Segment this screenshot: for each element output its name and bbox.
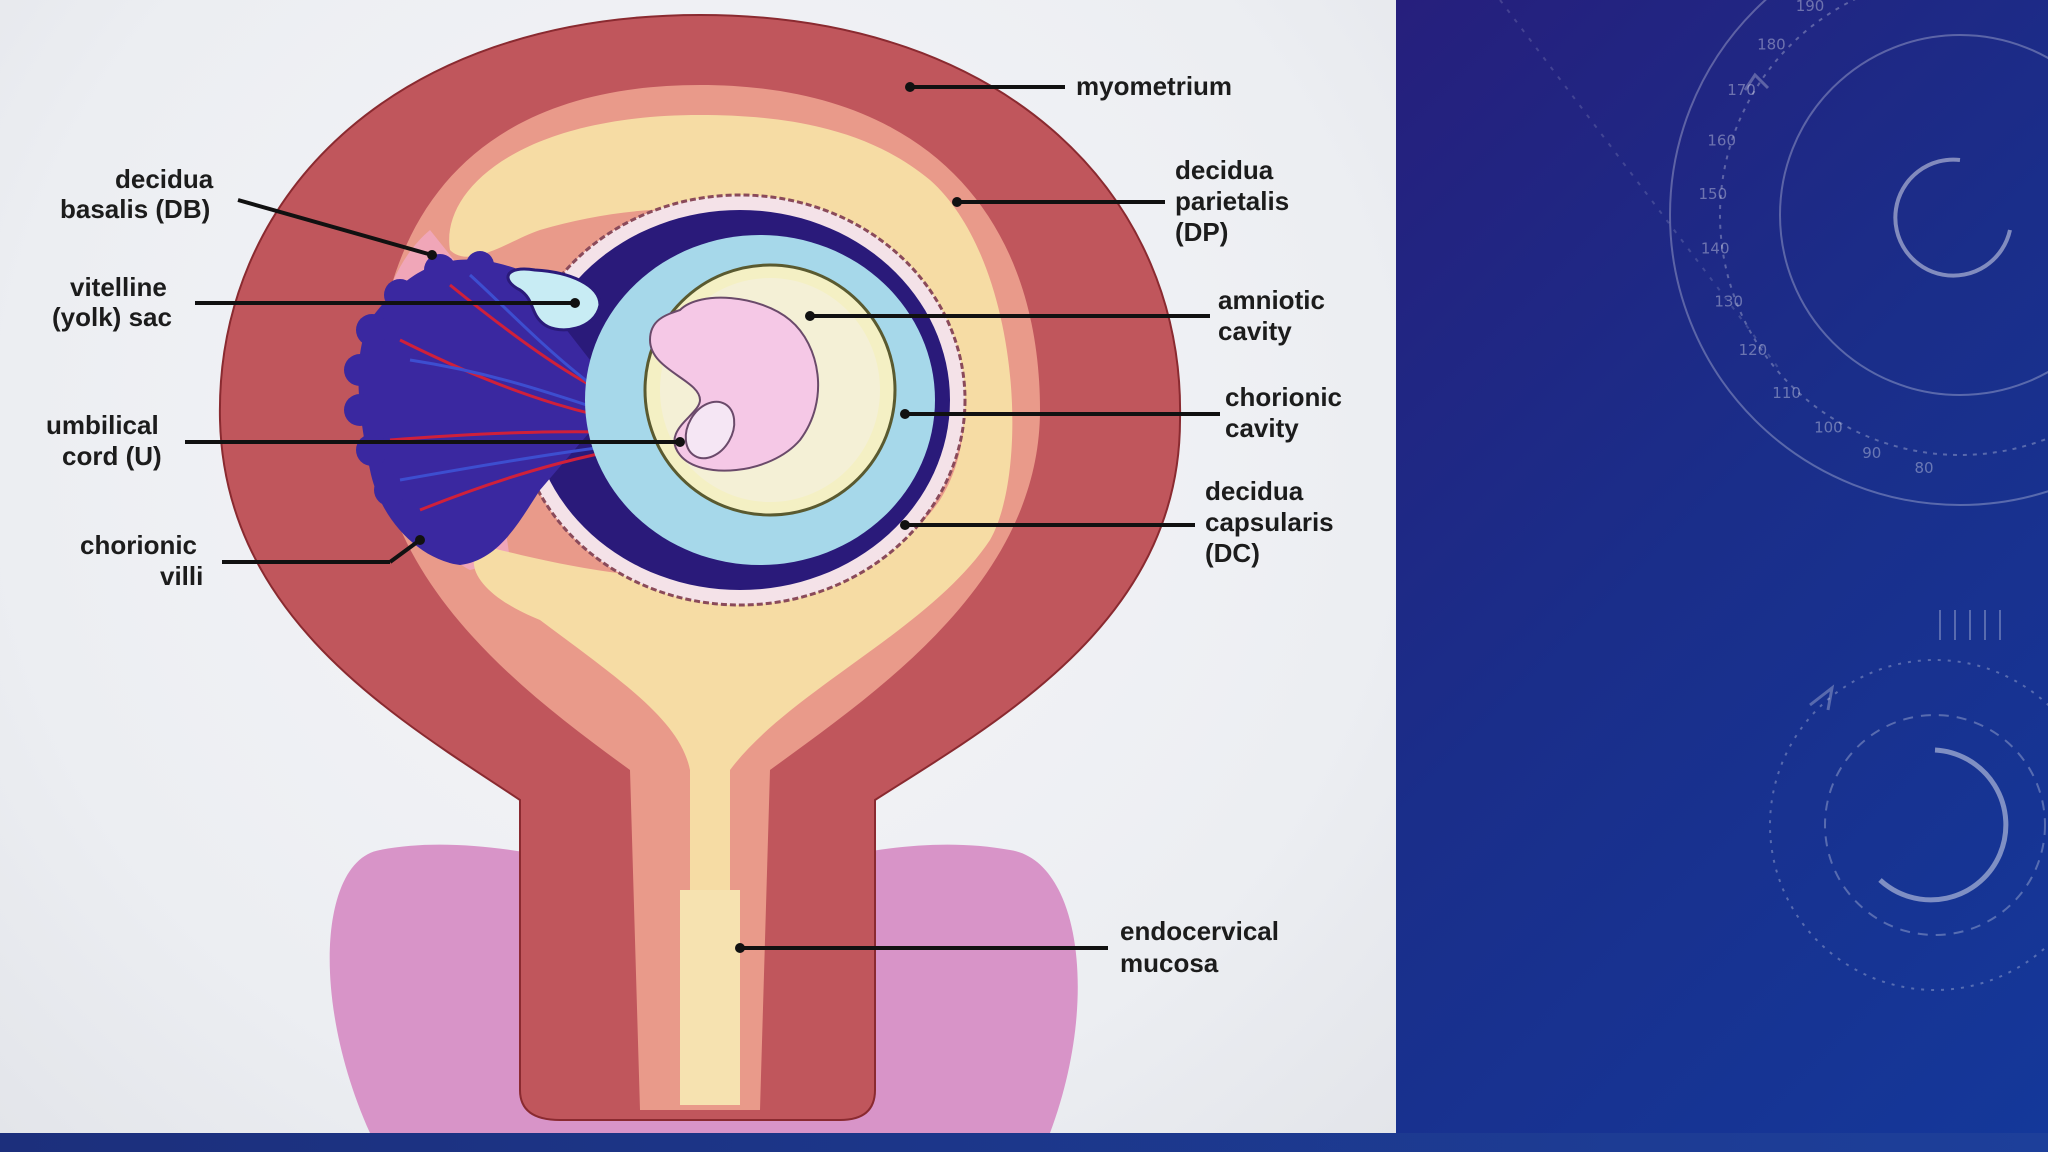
dial-tick-label: 120 <box>1739 341 1768 359</box>
chorionic-villi <box>358 259 600 565</box>
dial-tick-label: 180 <box>1757 35 1786 53</box>
diagram-panel: myometrium decidua basalis (DB) decidua … <box>0 0 1396 1133</box>
dial-tick-label: 80 <box>1915 459 1934 477</box>
label-endocervical-line1: endocervical <box>1120 916 1279 946</box>
dial-tick-label: 190 <box>1796 0 1825 15</box>
yolk-sac <box>506 267 602 332</box>
label-decidua-parietalis-line3: (DP) <box>1175 217 1228 247</box>
label-umbilical-line1: umbilical <box>46 410 159 440</box>
label-vitelline-line1: vitelline <box>70 272 167 302</box>
lower-dial-ring-2 <box>1824 714 2046 936</box>
label-myometrium: myometrium <box>1076 71 1232 101</box>
uterus-diagram: myometrium decidua basalis (DB) decidua … <box>46 13 1342 1133</box>
label-decidua-parietalis-line2: parietalis <box>1175 186 1289 216</box>
label-amniotic-line1: amniotic <box>1218 285 1325 315</box>
dial-inner-ring <box>1719 0 2048 456</box>
label-decidua-basalis-line1: decidua <box>115 164 214 194</box>
lower-dial-arc <box>1878 747 2009 903</box>
leader-lines <box>185 82 1220 953</box>
label-chorionic-cavity-line1: chorionic <box>1225 382 1342 412</box>
label-chorionic-villi-line2: villi <box>160 561 203 591</box>
umbilical-stalk <box>684 400 736 460</box>
label-decidua-capsularis-line3: (DC) <box>1205 538 1260 568</box>
dial-tick-label: 140 <box>1701 240 1730 258</box>
label-umbilical-line2: cord (U) <box>62 441 162 471</box>
dial-arc-small <box>1893 157 2012 278</box>
dial-ring-3 <box>1779 34 2048 396</box>
dial-tick-label: 160 <box>1707 132 1736 150</box>
label-chorionic-villi-line1: chorionic <box>80 530 197 560</box>
label-amniotic-line2: cavity <box>1218 316 1292 346</box>
label-decidua-basalis-line2: basalis (DB) <box>60 194 210 224</box>
label-chorionic-cavity-line2: cavity <box>1225 413 1299 443</box>
cervical-canal <box>680 890 740 1105</box>
dial-tick-label: 100 <box>1814 419 1843 437</box>
label-endocervical-line2: mucosa <box>1120 948 1219 978</box>
decidua-inner-layer <box>449 115 1013 1105</box>
dial-tick-label: 170 <box>1727 81 1756 99</box>
dial-tick-label: 110 <box>1772 384 1801 402</box>
label-vitelline-line2: (yolk) sac <box>52 302 172 332</box>
dial-tick-label: 130 <box>1714 292 1743 310</box>
label-decidua-parietalis-line1: decidua <box>1175 155 1274 185</box>
dial-tick-label: 150 <box>1699 185 1728 203</box>
dial-pointer-arrow <box>1743 72 1770 91</box>
label-decidua-capsularis-line2: capsularis <box>1205 507 1334 537</box>
dial-tick-label: 90 <box>1862 444 1881 462</box>
dial-outer-ring <box>1669 0 2048 506</box>
bottom-band <box>0 1133 2048 1152</box>
label-decidua-capsularis-line1: decidua <box>1205 476 1304 506</box>
lower-arrow <box>1809 684 1835 711</box>
